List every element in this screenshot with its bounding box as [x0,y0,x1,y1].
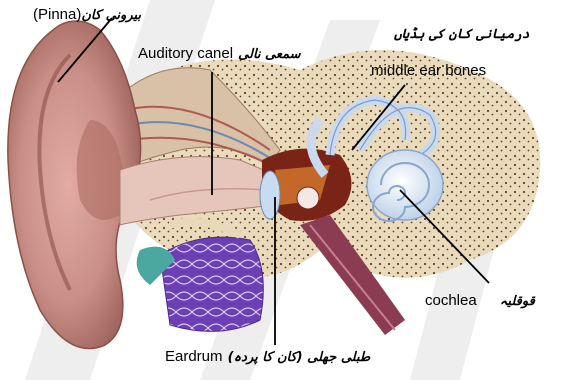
label-pinna-english: (Pinna) [33,6,81,23]
label-cochlea-english: cochlea [425,292,477,309]
cochlea-shape [367,150,443,221]
label-canal-urdu: سمعی نالی [238,47,300,62]
eardrum-membrane [260,171,280,219]
label-cochlea-urdu: قوقلیہ [500,294,535,309]
label-cochlea: cochlea قوقلیہ [425,292,535,308]
label-canal-english: Auditory canel [138,45,233,62]
label-pinna-urdu: بیرونی کان [81,8,141,23]
label-eardrum-english: Eardrum [165,348,223,365]
label-canal: Auditory canel سمعی نالی [138,45,301,61]
label-pinna: (Pinna)بیرونی کان [33,6,141,22]
label-eardrum: Eardrum طبلی جھلی (کان کا پردہ) [165,348,370,364]
label-eardrum-urdu: طبلی جھلی (کان کا پردہ) [228,350,371,365]
label-bones-urdu: درمیانی کان کی ہڈیاں [394,28,529,41]
ossicle-incus [297,187,319,209]
label-bones-english: middle ear bones [371,63,486,78]
parotid-region [160,237,263,331]
